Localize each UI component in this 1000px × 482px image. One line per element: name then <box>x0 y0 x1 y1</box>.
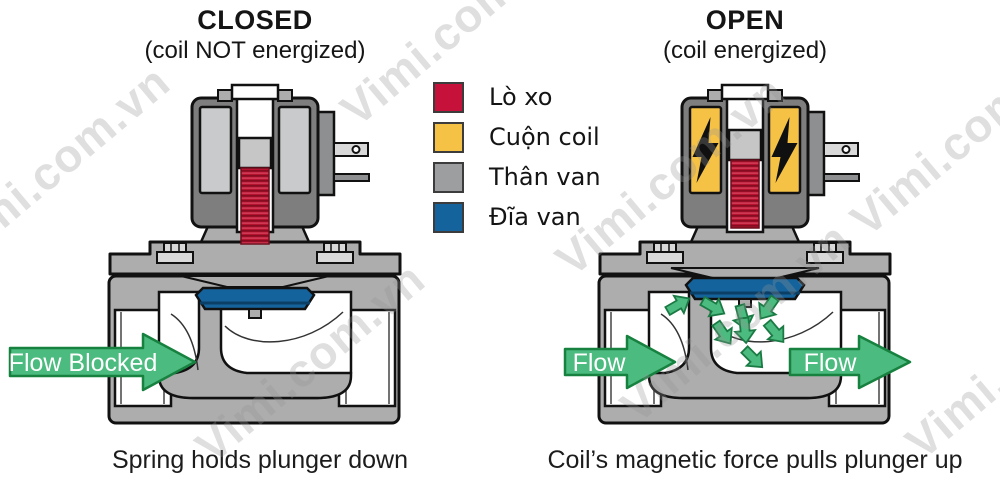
flow-out-label: Flow <box>804 349 858 377</box>
open-valve: Flow Flow <box>563 83 912 425</box>
coil-window-left <box>198 105 233 195</box>
legend-item-valve-body: Thân van <box>433 161 601 193</box>
open-title: OPEN <box>705 5 785 35</box>
flow-out-arrow: Flow <box>788 334 912 390</box>
solenoid-valve-diagram: Flow Blocked <box>9 83 912 425</box>
valve-body-color-swatch <box>433 161 464 193</box>
legend-label: Đĩa van <box>489 203 581 231</box>
legend: Lò xo Cuộn coil Thân van Đĩa van <box>433 81 601 241</box>
closed-panel-header: CLOSED (coil NOT energized) <box>75 5 435 64</box>
flow-in-arrow: Flow <box>563 334 677 390</box>
flow-blocked-arrow: Flow Blocked <box>9 332 197 392</box>
plunger <box>727 128 763 162</box>
open-caption: Coil’s magnetic force pulls plunger up <box>547 446 963 474</box>
legend-item-coil: Cuộn coil <box>433 121 601 153</box>
closed-caption: Spring holds plunger down <box>111 446 409 474</box>
coil-window-right <box>277 105 312 195</box>
closed-title: CLOSED <box>197 5 313 35</box>
open-panel-header: OPEN (coil energized) <box>565 5 925 64</box>
valve-disc <box>684 276 806 308</box>
legend-item-spring: Lò xo <box>433 81 601 113</box>
legend-item-valve-disc: Đĩa van <box>433 201 601 233</box>
legend-label: Cuộn coil <box>489 123 600 151</box>
spring <box>240 167 270 245</box>
plunger <box>237 136 273 170</box>
valve-disc <box>194 286 316 319</box>
coil-color-swatch <box>433 121 464 153</box>
legend-label: Thân van <box>489 163 601 191</box>
spring-color-swatch <box>433 81 464 113</box>
spring <box>730 159 760 229</box>
valve-disc-color-swatch <box>433 201 464 233</box>
flow-blocked-label: Flow Blocked <box>9 349 158 377</box>
closed-subtitle: (coil NOT energized) <box>144 37 366 64</box>
flow-in-label: Flow <box>573 349 627 377</box>
closed-valve: Flow Blocked <box>9 83 400 425</box>
open-subtitle: (coil energized) <box>662 37 828 64</box>
legend-label: Lò xo <box>489 83 553 111</box>
